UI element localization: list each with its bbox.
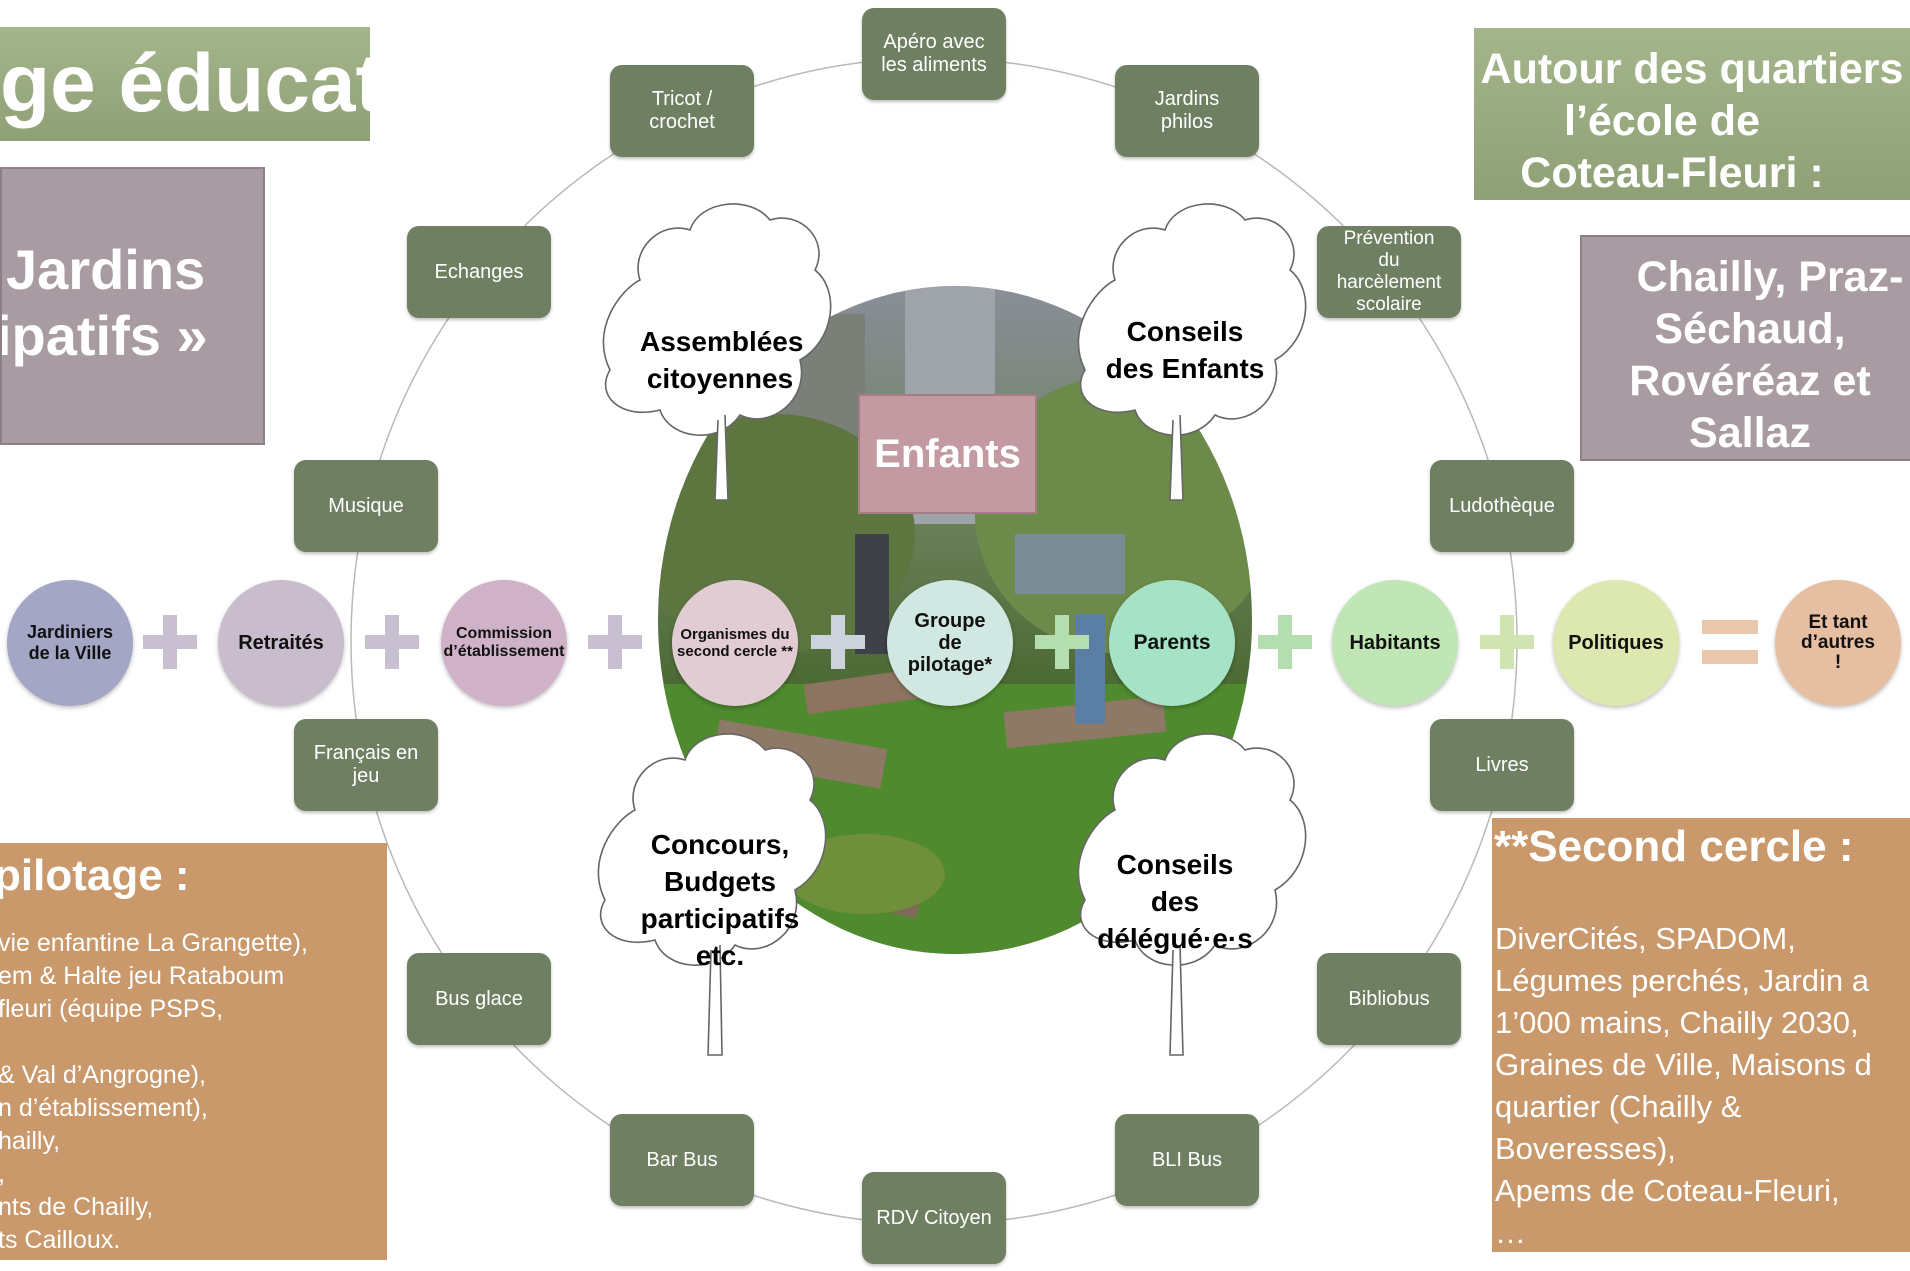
pilotage-heading: pilotage : (0, 851, 190, 900)
second-cercle-line: DiverCités, SPADOM, (1495, 921, 1796, 956)
second-cercle-line: 1’000 mains, Chailly 2030, (1495, 1005, 1859, 1040)
pilotage-line: nts de Chailly, (0, 1193, 154, 1221)
actor-autres[interactable]: Et tant d’autres ! (1775, 580, 1901, 706)
pilotage-line: fleuri (équipe PSPS, (0, 995, 224, 1023)
activity-tricot[interactable]: Tricot / crochet (610, 65, 754, 157)
activity-label: Bus glace (435, 987, 523, 1010)
main-title: ge éducatif (0, 27, 370, 141)
activity-label: Jardins philos (1154, 88, 1220, 133)
activity-ludotheque[interactable]: Ludothèque (1430, 460, 1574, 552)
actor-label: Groupe de pilotage* (907, 610, 993, 676)
actor-jardiniers[interactable]: Jardiniers de la Ville (7, 580, 133, 706)
actor-label: Commission d’établissement (443, 625, 565, 660)
actor-politiques[interactable]: Politiques (1553, 580, 1679, 706)
second-cercle-line: … (1495, 1215, 1526, 1250)
actor-label: Retraités (238, 631, 324, 654)
activity-label: Musique (328, 494, 404, 517)
quartier-line: Séchaud, (1654, 305, 1846, 353)
activity-label: Apéro avec les aliments (881, 31, 987, 76)
pilotage-line: & Val d’Angrogne), (0, 1061, 206, 1089)
pilotage-line: ts Cailloux. (0, 1226, 121, 1254)
quartier-line: Chailly, Praz- (1636, 253, 1904, 301)
pilotage-text: vie enfantine La Grangette), em & Halte … (0, 927, 308, 1257)
actor-label: Habitants (1349, 631, 1441, 654)
jardins-participatifs-box: Jardins ipatifs » (0, 167, 265, 445)
activity-prevention[interactable]: Prévention du harcèlement scolaire (1317, 226, 1461, 318)
pilotage-line: vie enfantine La Grangette), (0, 929, 308, 957)
pilotage-line: hailly, (0, 1127, 61, 1155)
quartier-line: Sallaz (1689, 409, 1811, 457)
pilotage-line: n d’établissement), (0, 1094, 208, 1122)
activity-label: BLI Bus (1151, 1148, 1223, 1171)
activity-jardins-philos[interactable]: Jardins philos (1115, 65, 1259, 157)
activity-musique[interactable]: Musique (294, 460, 438, 552)
second-cercle-line: Boveresses), (1495, 1131, 1676, 1166)
activity-label: Tricot / crochet (649, 88, 715, 133)
activity-label: Prévention du harcèlement scolaire (1336, 228, 1442, 315)
actor-label: Et tant d’autres ! (1801, 612, 1875, 673)
second-cercle-text: DiverCités, SPADOM, Légumes perchés, Jar… (1495, 918, 1872, 1252)
operators (143, 615, 1758, 669)
quartiers-title-line: l’école de (1564, 97, 1760, 145)
quartiers-title: Autour des quartiers l’école de Coteau-F… (1474, 28, 1910, 200)
second-cercle-line: Légumes perchés, Jardin a (1495, 963, 1869, 998)
activity-bus-glace[interactable]: Bus glace (407, 953, 551, 1045)
activity-apero[interactable]: Apéro avec les aliments (862, 8, 1006, 100)
activity-label: Français en jeu (313, 742, 419, 787)
activity-bar-bus[interactable]: Bar Bus (610, 1114, 754, 1206)
activity-label: Bibliobus (1348, 987, 1430, 1010)
second-cercle-line: quartier (Chailly & (1495, 1089, 1742, 1124)
actor-label: Parents (1133, 631, 1211, 654)
tree-concours-budgets: Concours, Budgets participatifs etc. (640, 829, 800, 971)
pilotage-box: pilotage : vie enfantine La Grangette), … (0, 843, 387, 1260)
actor-label: Organismes du second cercle ** (677, 626, 793, 660)
activity-echanges[interactable]: Echanges (407, 226, 551, 318)
quartiers-title-line: Autour des quartiers (1480, 45, 1904, 93)
second-cercle-line: Graines de Ville, Maisons d (1495, 1047, 1872, 1082)
activity-livres[interactable]: Livres (1430, 719, 1574, 811)
activity-bibliobus[interactable]: Bibliobus (1317, 953, 1461, 1045)
jardins-line1: Jardins (6, 238, 206, 301)
tree-conseils-delegues: Conseils des délégué·e·s (1097, 849, 1253, 954)
actor-parents[interactable]: Parents (1109, 580, 1235, 706)
pilotage-line: , (0, 1158, 308, 1191)
activity-francais[interactable]: Français en jeu (294, 719, 438, 811)
activity-label: Echanges (434, 260, 524, 283)
actor-commission[interactable]: Commission d’établissement (441, 580, 567, 706)
pilotage-line: em & Halte jeu Rataboum (0, 962, 285, 990)
actor-label: Jardiniers de la Ville (26, 622, 114, 663)
second-cercle-box: **Second cercle : DiverCités, SPADOM, Lé… (1492, 818, 1910, 1252)
activity-label: RDV Citoyen (876, 1206, 992, 1229)
activity-bli-bus[interactable]: BLI Bus (1115, 1114, 1259, 1206)
tree-conseils-enfants: Conseils des Enfants (1105, 316, 1265, 384)
activity-label: Livres (1475, 753, 1529, 776)
actor-label: Politiques (1568, 631, 1664, 654)
tree-assemblees-citoyennes: Assemblées citoyennes (640, 326, 804, 394)
quartiers-title-line: Coteau-Fleuri : (1520, 149, 1824, 197)
activity-label: Bar Bus (646, 1148, 718, 1171)
actor-habitants[interactable]: Habitants (1332, 580, 1458, 706)
actor-groupe-pilotage[interactable]: Groupe de pilotage* (887, 580, 1013, 706)
actor-retraites[interactable]: Retraités (218, 580, 344, 706)
quartier-line: Rovéréaz et (1629, 357, 1871, 405)
jardins-line2: ipatifs » (0, 304, 208, 367)
quartiers-list-box: Chailly, Praz- Séchaud, Rovéréaz et Sall… (1580, 235, 1910, 461)
second-cercle-line: Apems de Coteau-Fleuri, (1495, 1173, 1840, 1208)
actor-organismes[interactable]: Organismes du second cercle ** (672, 580, 798, 706)
second-cercle-heading: **Second cercle : (1494, 822, 1854, 871)
activity-label: Ludothèque (1449, 494, 1555, 517)
enfants-label: Enfants (858, 394, 1037, 514)
activity-rdv-citoyen[interactable]: RDV Citoyen (862, 1172, 1006, 1264)
